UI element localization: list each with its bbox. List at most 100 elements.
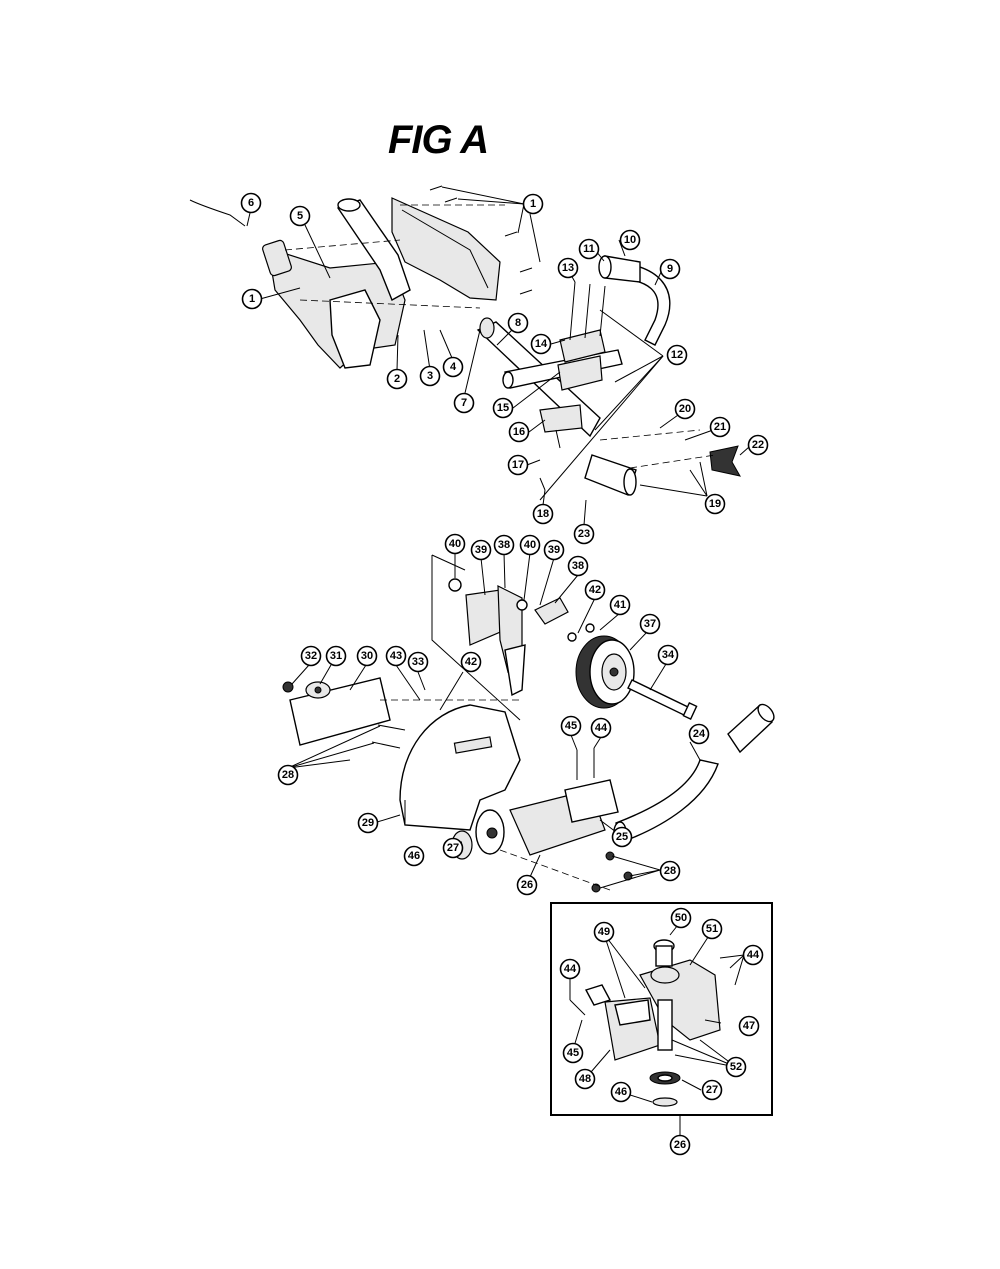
callout-52: 52 <box>725 1056 747 1078</box>
svg-text:49: 49 <box>598 926 610 938</box>
callout-3: 3 <box>419 365 441 387</box>
svg-text:44: 44 <box>564 963 577 975</box>
callout-37: 37 <box>639 613 661 635</box>
callout-42-a: 42 <box>584 579 606 601</box>
callout-5: 5 <box>289 205 311 227</box>
svg-text:1: 1 <box>249 293 255 305</box>
svg-text:21: 21 <box>714 421 726 433</box>
blade-guard-assembly-drawing <box>282 677 775 893</box>
svg-text:26: 26 <box>674 1139 686 1151</box>
svg-text:28: 28 <box>282 769 294 781</box>
svg-text:46: 46 <box>615 1086 627 1098</box>
callout-43: 43 <box>385 645 407 667</box>
svg-text:44: 44 <box>747 949 760 961</box>
svg-text:9: 9 <box>667 263 673 275</box>
callout-17: 17 <box>507 454 529 476</box>
callout-45-main: 45 <box>560 715 582 737</box>
callout-23: 23 <box>573 523 595 545</box>
svg-text:24: 24 <box>693 728 706 740</box>
svg-text:5: 5 <box>297 210 303 222</box>
svg-text:17: 17 <box>512 459 524 471</box>
callout-28-left: 28 <box>277 764 299 786</box>
callout-50: 50 <box>670 907 692 929</box>
callout-44-inset-left: 44 <box>559 958 581 980</box>
svg-text:13: 13 <box>562 262 574 274</box>
callout-48: 48 <box>574 1068 596 1090</box>
svg-text:38: 38 <box>572 560 584 572</box>
svg-text:25: 25 <box>616 831 628 843</box>
svg-text:50: 50 <box>675 912 687 924</box>
svg-text:20: 20 <box>679 403 691 415</box>
svg-text:42: 42 <box>465 656 477 668</box>
callout-12: 12 <box>666 344 688 366</box>
svg-text:40: 40 <box>524 539 536 551</box>
callout-42-b: 42 <box>460 651 482 673</box>
callout-6: 6 <box>240 192 262 214</box>
svg-text:45: 45 <box>565 720 577 732</box>
callout-1-top: 1 <box>522 193 544 215</box>
svg-text:27: 27 <box>447 842 459 854</box>
svg-text:34: 34 <box>662 649 675 661</box>
callout-44-main: 44 <box>590 717 612 739</box>
svg-text:11: 11 <box>583 243 595 255</box>
svg-text:19: 19 <box>709 498 721 510</box>
callout-7: 7 <box>453 392 475 414</box>
callout-11: 11 <box>578 238 600 260</box>
callout-30: 30 <box>356 645 378 667</box>
svg-text:37: 37 <box>644 618 656 630</box>
callout-32: 32 <box>300 645 322 667</box>
callout-21: 21 <box>709 416 731 438</box>
callout-18: 18 <box>532 503 554 525</box>
svg-text:12: 12 <box>671 349 683 361</box>
callout-51: 51 <box>701 918 723 940</box>
callout-16: 16 <box>508 421 530 443</box>
svg-text:31: 31 <box>330 650 342 662</box>
callout-26: 26 <box>516 874 538 896</box>
callout-47: 47 <box>738 1015 760 1037</box>
callout-31: 31 <box>325 645 347 667</box>
callout-20: 20 <box>674 398 696 420</box>
svg-text:48: 48 <box>579 1073 591 1085</box>
svg-text:33: 33 <box>412 656 424 668</box>
svg-text:2: 2 <box>394 373 400 385</box>
svg-text:43: 43 <box>390 650 402 662</box>
callout-4: 4 <box>442 356 464 378</box>
svg-text:28: 28 <box>664 865 676 877</box>
svg-text:7: 7 <box>461 397 467 409</box>
callout-46-inset: 46 <box>610 1081 632 1103</box>
callout-19: 19 <box>704 493 726 515</box>
callout-9: 9 <box>659 258 681 280</box>
svg-text:42: 42 <box>589 584 601 596</box>
callout-49: 49 <box>593 921 615 943</box>
callout-1-left: 1 <box>241 288 263 310</box>
inset-gearbox-drawing <box>569 939 721 1107</box>
callout-22: 22 <box>747 434 769 456</box>
callout-41: 41 <box>609 594 631 616</box>
callout-33: 33 <box>407 651 429 673</box>
wheel-assembly-drawing <box>431 554 698 721</box>
callout-28-right: 28 <box>659 860 681 882</box>
callout-13: 13 <box>557 257 579 279</box>
callout-46-main: 46 <box>403 845 425 867</box>
svg-text:16: 16 <box>513 426 525 438</box>
svg-text:18: 18 <box>537 508 549 520</box>
svg-text:32: 32 <box>305 650 317 662</box>
svg-text:26: 26 <box>521 879 533 891</box>
upper-assembly-drawing <box>189 185 741 496</box>
svg-text:40: 40 <box>449 538 461 550</box>
svg-text:3: 3 <box>427 370 433 382</box>
callout-44-inset-right: 44 <box>742 944 764 966</box>
svg-text:47: 47 <box>743 1020 755 1032</box>
callout-24: 24 <box>688 723 710 745</box>
svg-text:39: 39 <box>475 544 487 556</box>
svg-text:23: 23 <box>578 528 590 540</box>
svg-text:4: 4 <box>450 361 457 373</box>
callout-15: 15 <box>492 397 514 419</box>
svg-text:52: 52 <box>730 1061 742 1073</box>
callout-2: 2 <box>386 368 408 390</box>
callout-45-inset: 45 <box>562 1042 584 1064</box>
inset-detail-frame <box>550 902 773 1116</box>
callout-40-a: 40 <box>444 533 466 555</box>
svg-text:46: 46 <box>408 850 420 862</box>
